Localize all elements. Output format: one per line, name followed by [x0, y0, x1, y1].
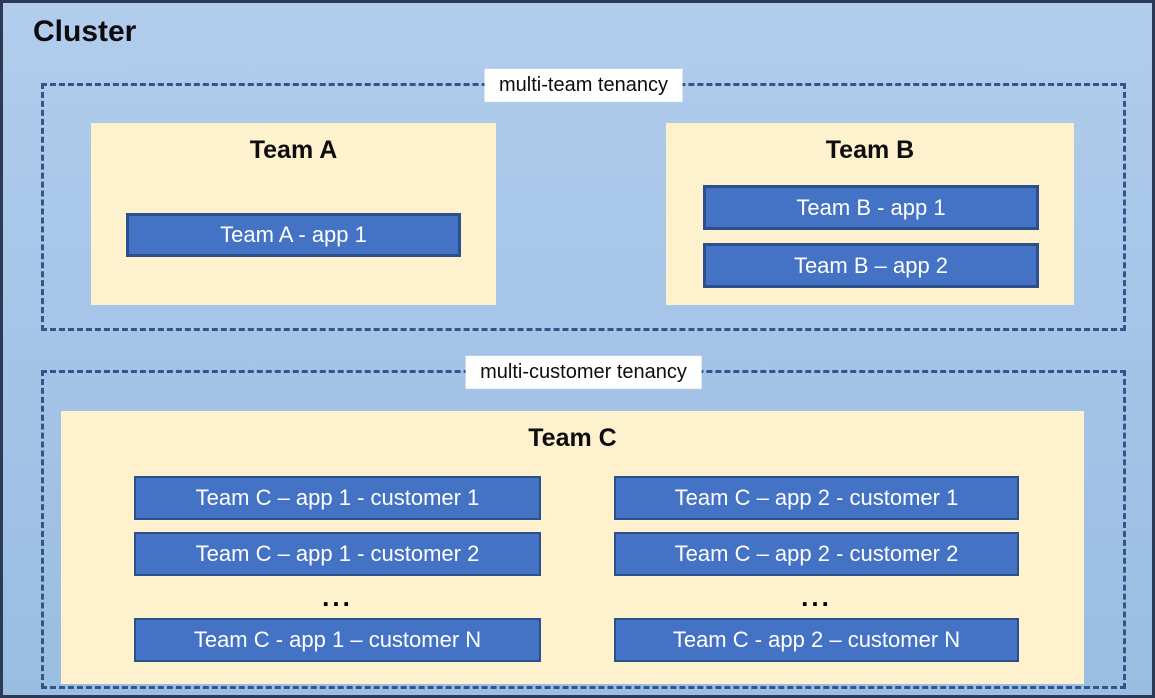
team-c-app1-customer1-box: Team C – app 1 - customer 1 [134, 476, 541, 520]
team-c-app1-customerN-box: Team C - app 1 – customer N [134, 618, 541, 662]
multi-customer-tenancy-label: multi-customer tenancy [465, 355, 702, 389]
team-c-app-1-column: Team C – app 1 - customer 1 Team C – app… [134, 476, 541, 662]
team-b-box: Team B Team B - app 1 Team B – app 2 [666, 123, 1074, 305]
team-c-app2-customer1-box: Team C – app 2 - customer 1 [614, 476, 1019, 520]
cluster-title: Cluster [33, 15, 137, 48]
team-c-app2-customer2-box: Team C – app 2 - customer 2 [614, 532, 1019, 576]
team-b-title: Team B [825, 136, 915, 164]
multi-customer-tenancy-box: multi-customer tenancy Team C Team C – a… [41, 355, 1126, 689]
team-c-app2-ellipsis: ... [801, 581, 832, 612]
team-c-app1-customer2-box: Team C – app 1 - customer 2 [134, 532, 541, 576]
team-b-app-1-box: Team B - app 1 [703, 185, 1039, 230]
team-a-app-1-box: Team A - app 1 [126, 213, 461, 257]
team-b-app-2-box: Team B – app 2 [703, 243, 1039, 288]
team-c-app2-customerN-box: Team C - app 2 – customer N [614, 618, 1019, 662]
team-a-title: Team A [249, 136, 338, 164]
multi-team-tenancy-box: multi-team tenancy Team A Team A - app 1… [41, 68, 1126, 331]
team-a-box: Team A Team A - app 1 [91, 123, 496, 305]
team-c-box: Team C Team C – app 1 - customer 1 Team … [61, 411, 1084, 684]
team-c-title: Team C [528, 424, 617, 452]
multi-team-tenancy-label: multi-team tenancy [484, 68, 683, 102]
team-c-app1-ellipsis: ... [322, 581, 353, 612]
team-c-app-2-column: Team C – app 2 - customer 1 Team C – app… [614, 476, 1019, 662]
